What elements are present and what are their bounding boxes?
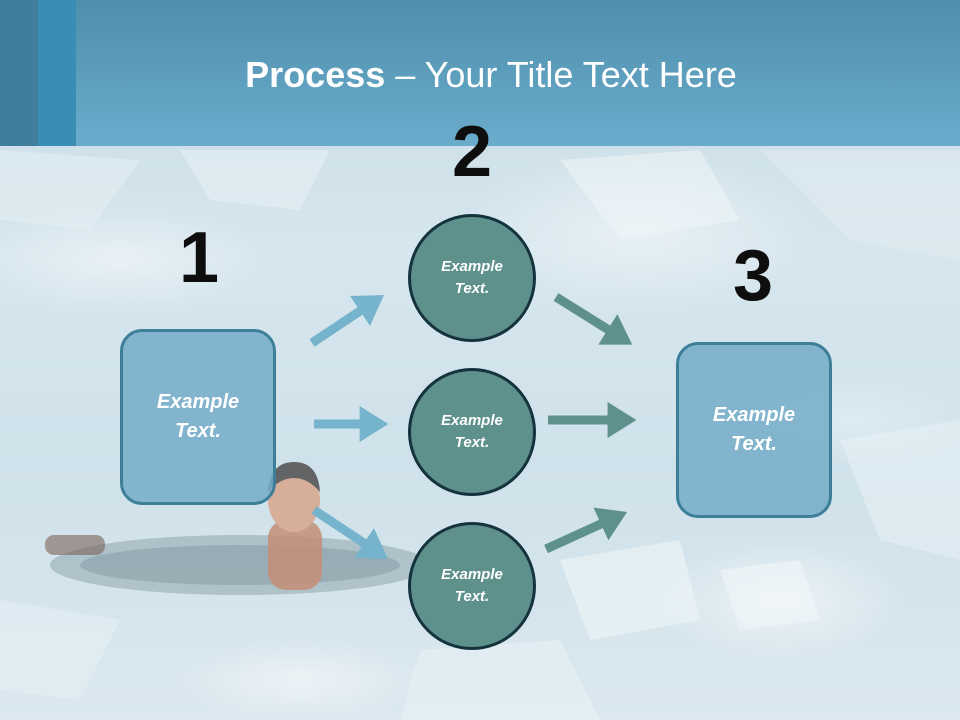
circle-text: Example Text.: [441, 411, 503, 452]
step2-circle-bottom: Example Text.: [408, 522, 536, 650]
step3-text: Example Text.: [712, 404, 796, 455]
step2-circle-middle: Example Text.: [408, 368, 536, 496]
circle-text: Example Text.: [441, 257, 503, 298]
step1-box: Example Text.: [120, 329, 276, 505]
title-rest: – Your Title Text Here: [385, 54, 737, 95]
banner-stripe: [0, 0, 38, 146]
arrow-step1-to-circle1: [309, 295, 384, 347]
banner-stripe: [38, 0, 76, 146]
slide-title: Process – Your Title Text Here: [76, 54, 906, 96]
step-number-3: 3: [732, 236, 774, 316]
step3-box: Example Text.: [676, 342, 832, 518]
title-banner: [0, 0, 960, 146]
arrow-circle3-to-step3: [544, 507, 628, 554]
circle-text: Example Text.: [441, 565, 503, 606]
step2-circle-top: Example Text.: [408, 214, 536, 342]
arrow-circle1-to-step3: [553, 293, 633, 345]
swimmer-figure: [45, 462, 322, 590]
step-number-1: 1: [178, 218, 220, 298]
step-number-2: 2: [451, 112, 493, 192]
step1-text: Example Text.: [156, 391, 240, 442]
arrow-step1-to-circle3: [311, 506, 389, 559]
title-bold: Process: [245, 54, 386, 95]
